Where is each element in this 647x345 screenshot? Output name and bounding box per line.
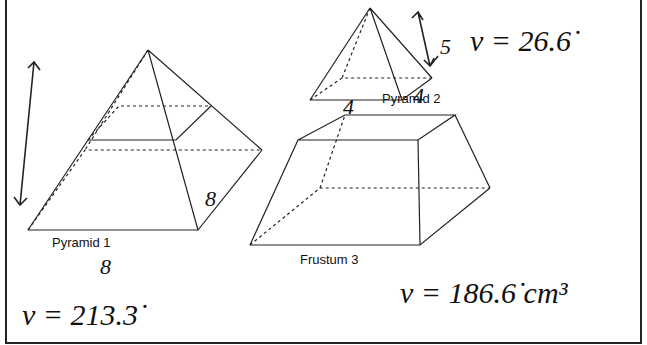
volume-note: v = 26.6̇ bbox=[470, 26, 571, 56]
figure-name: Frustum 3 bbox=[300, 253, 359, 266]
figure-name: Pyramid 2 bbox=[382, 92, 441, 105]
dimension-label: 4 bbox=[413, 85, 424, 107]
dimension-label: 4 bbox=[343, 96, 354, 118]
dimension-label: 5 bbox=[440, 36, 451, 58]
figure-name: Pyramid 1 bbox=[52, 236, 111, 249]
dimension-label: 8 bbox=[100, 256, 111, 278]
volume-note: v = 186.6̇ cm³ bbox=[400, 278, 568, 308]
volume-note: v = 213.3̇ bbox=[22, 300, 138, 330]
dimension-label: 8 bbox=[205, 188, 216, 210]
